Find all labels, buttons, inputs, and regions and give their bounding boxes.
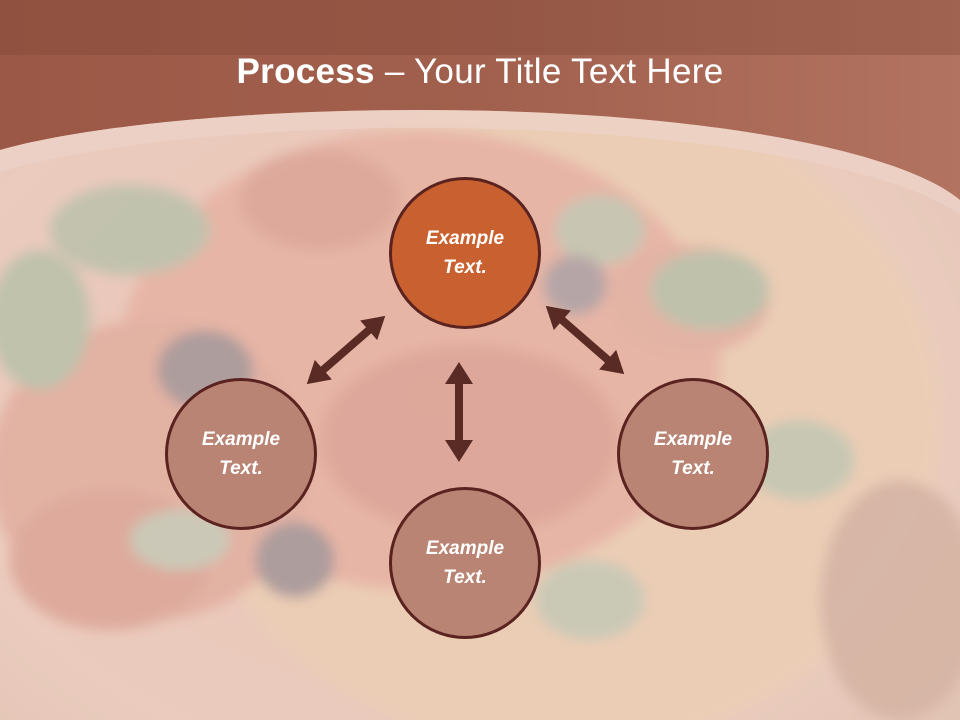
node-label: Example Text.	[425, 228, 505, 278]
title-rest: – Your Title Text Here	[374, 52, 724, 91]
node-label: Example Text.	[425, 538, 505, 588]
double-arrow-vertical	[445, 362, 473, 462]
process-node-bottom: Example Text.	[389, 487, 541, 639]
node-label: Example Text.	[653, 429, 733, 479]
double-arrow-top-right	[545, 305, 625, 375]
slide-title: Process – Your Title Text Here	[0, 52, 960, 92]
process-node-top: Example Text.	[389, 177, 541, 329]
process-node-left: Example Text.	[165, 378, 317, 530]
title-bold: Process	[236, 52, 375, 91]
node-label: Example Text.	[201, 429, 281, 479]
double-arrow-top-left	[306, 315, 386, 385]
process-node-right: Example Text.	[617, 378, 769, 530]
